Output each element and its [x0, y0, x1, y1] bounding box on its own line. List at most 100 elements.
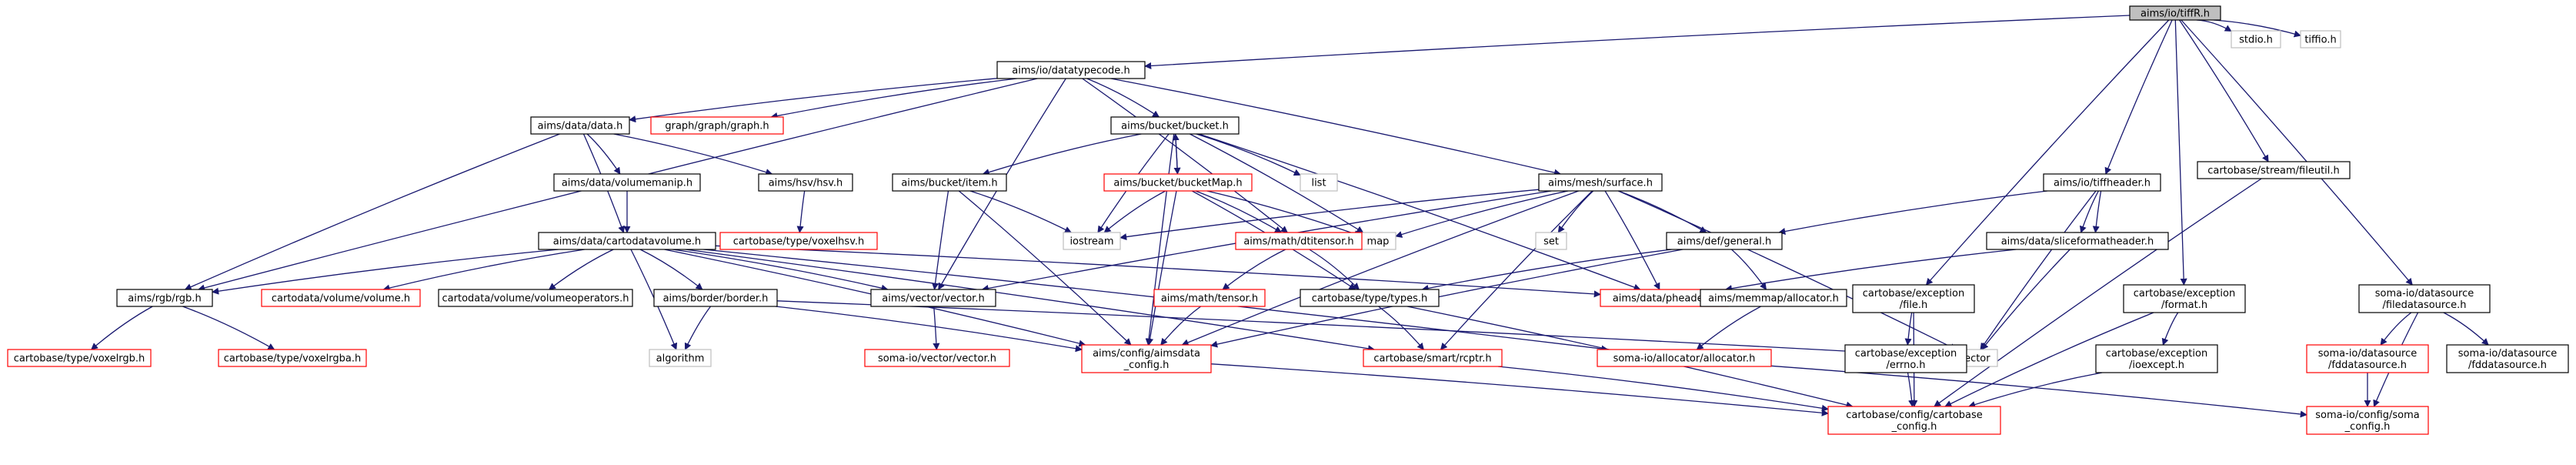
- edge-bucketitem-to-vectorh: [932, 190, 949, 290]
- node-label-aimsdataconfig-0: aims/config/aimsdata: [1093, 348, 1200, 360]
- node-box-tiffheader: [2043, 173, 2161, 192]
- edge-datasourcefile-to-fddatasource: [2380, 312, 2412, 346]
- node-box-dtitensor: [1235, 232, 1363, 250]
- node-box-fddatasource: [2306, 344, 2429, 373]
- edge-surfaceh-to-map: [1395, 190, 1569, 238]
- node-voxelhsv[interactable]: cartobase/type/voxelhsv.h: [719, 232, 878, 250]
- node-typesh[interactable]: cartobase/type/types.h: [1300, 289, 1440, 307]
- node-box-volumeh: [261, 289, 421, 307]
- node-bucketh[interactable]: aims/bucket/bucket.h: [1110, 116, 1240, 135]
- edge-rgbh-to-voxelrgb: [91, 306, 153, 350]
- node-label-bucketh-0: aims/bucket/bucket.h: [1121, 121, 1229, 132]
- node-sliceformat[interactable]: aims/data/sliceformatheader.h: [1986, 232, 2169, 250]
- node-ioexcept[interactable]: cartobase/exception/ioexcept.h: [2095, 344, 2218, 373]
- node-label-volumemanip-0: aims/data/volumemanip.h: [562, 178, 692, 189]
- node-volumeh[interactable]: cartodata/volume/volume.h: [261, 289, 421, 307]
- node-tiffio: tiffio.h: [2300, 30, 2341, 49]
- edge-bucketmap-to-dtitensor: [1195, 190, 1283, 233]
- node-box-fddatasource2: [2446, 344, 2569, 373]
- edge-datatypecode-to-surfaceh: [1110, 78, 1562, 176]
- edge-sliceformat-to-pheader: [1724, 249, 2017, 293]
- node-generalh[interactable]: aims/def/general.h: [1666, 232, 1783, 250]
- node-box-ioexcept: [2095, 344, 2218, 373]
- node-datah[interactable]: aims/data/data.h: [530, 116, 630, 135]
- node-box-errno: [1844, 344, 1967, 373]
- node-label-fddatasource2-0: soma-io/datasource: [2458, 348, 2557, 360]
- node-box-somaallocator: [1597, 349, 1772, 367]
- node-label-exceptformat-0: cartobase/exception: [2134, 288, 2235, 299]
- edge-bucketh-to-map: [1190, 133, 1364, 233]
- node-pheader[interactable]: aims/data/pheader.h: [1600, 289, 1729, 307]
- edge-generalh-to-typesh: [1421, 249, 1672, 292]
- node-exceptformat[interactable]: cartobase/exception/format.h: [2123, 284, 2246, 313]
- node-label-voxelrgba-0: cartobase/type/voxelrgba.h: [224, 353, 361, 365]
- node-cartodatavolume[interactable]: aims/data/cartodatavolume.h: [538, 232, 716, 250]
- node-tensorh[interactable]: aims/math/tensor.h: [1153, 289, 1266, 307]
- node-box-bucketitem: [892, 173, 1007, 192]
- node-dtitensor[interactable]: aims/math/dtitensor.h: [1235, 232, 1363, 250]
- node-voxelrgba[interactable]: cartobase/type/voxelrgba.h: [218, 349, 367, 367]
- node-box-fileutil: [2197, 161, 2351, 179]
- node-box-somaconfig: [2306, 406, 2429, 435]
- node-fileutil[interactable]: cartobase/stream/fileutil.h: [2197, 161, 2351, 179]
- node-somaconfig[interactable]: soma-io/config/soma_config.h: [2306, 406, 2429, 435]
- edge-allocatorh-to-somaallocator: [1696, 306, 1761, 350]
- node-box-volumeops: [438, 289, 633, 307]
- node-label-cartobaseconfig-0: cartobase/config/cartobase: [1846, 410, 1983, 421]
- node-fddatasource[interactable]: soma-io/datasource/fddatasource.h: [2306, 344, 2429, 373]
- node-label-bucketitem-0: aims/bucket/item.h: [901, 178, 997, 189]
- edge-datah-to-rgbh: [184, 133, 560, 290]
- node-voxelrgb[interactable]: cartobase/type/voxelrgb.h: [7, 349, 152, 367]
- node-surfaceh[interactable]: aims/mesh/surface.h: [1538, 173, 1663, 192]
- node-label-rcptr-0: cartobase/smart/rcptr.h: [1373, 353, 1491, 365]
- edge-typesh-to-rcptr: [1378, 306, 1424, 350]
- node-vectorh[interactable]: aims/vector/vector.h: [870, 289, 996, 307]
- node-box-sliceformat: [1986, 232, 2169, 250]
- node-errno[interactable]: cartobase/exception/errno.h: [1844, 344, 1967, 373]
- node-datatypecode[interactable]: aims/io/datatypecode.h: [996, 61, 1146, 79]
- edge-datah-to-hsvh: [613, 133, 773, 176]
- edge-generalh-to-aimsdataconfig: [1210, 249, 1683, 348]
- edge-dtitensor-to-typesh: [1309, 249, 1360, 290]
- node-rgbh[interactable]: aims/rgb/rgb.h: [116, 289, 213, 307]
- node-tiffr[interactable]: aims/io/tiffR.h: [2129, 5, 2221, 21]
- node-bucketitem[interactable]: aims/bucket/item.h: [892, 173, 1007, 192]
- node-set: set: [1535, 232, 1567, 250]
- node-label-tiffr-0: aims/io/tiffR.h: [2141, 8, 2210, 20]
- node-algorithm: algorithm: [649, 349, 712, 367]
- edge-tiffheader-to-sliceformat: [2079, 190, 2099, 233]
- node-box-datatypecode: [996, 61, 1146, 79]
- node-volumemanip[interactable]: aims/data/volumemanip.h: [553, 173, 701, 192]
- node-bucketmap[interactable]: aims/bucket/bucketMap.h: [1103, 173, 1253, 192]
- edge-borderh-to-algorithm: [684, 306, 712, 350]
- node-allocatorh[interactable]: aims/memmap/allocator.h: [1700, 289, 1847, 307]
- edge-hsvh-to-voxelhsv: [796, 190, 806, 233]
- node-label-bucketmap-0: aims/bucket/bucketMap.h: [1113, 178, 1242, 189]
- node-graphh[interactable]: graph/graph/graph.h: [650, 116, 784, 135]
- node-label-volumeops-0: cartodata/volume/volumeoperators.h: [442, 293, 629, 305]
- node-label-tensorh-0: aims/math/tensor.h: [1161, 293, 1258, 305]
- edge-tiffr-to-tiffio: [2213, 19, 2301, 38]
- node-box-voxelrgb: [7, 349, 152, 367]
- node-volumeops[interactable]: cartodata/volume/volumeoperators.h: [438, 289, 633, 307]
- node-exceptfile[interactable]: cartobase/exception/file.h: [1852, 284, 1975, 313]
- node-somaallocator[interactable]: soma-io/allocator/allocator.h: [1597, 349, 1772, 367]
- edge-bucketitem-to-aimsdataconfig: [958, 190, 1132, 346]
- node-box-rcptr: [1363, 349, 1503, 367]
- node-aimsdataconfig[interactable]: aims/config/aimsdata_config.h: [1081, 344, 1212, 373]
- node-label-hsvh-0: aims/hsv/hsv.h: [769, 178, 843, 189]
- node-datasourcefile[interactable]: soma-io/datasource/filedatasource.h: [2358, 284, 2491, 313]
- node-rcptr[interactable]: cartobase/smart/rcptr.h: [1363, 349, 1503, 367]
- node-cartobaseconfig[interactable]: cartobase/config/cartobase_config.h: [1827, 406, 2001, 435]
- node-borderh[interactable]: aims/border/border.h: [653, 289, 778, 307]
- node-fddatasource2[interactable]: soma-io/datasource/fddatasource.h: [2446, 344, 2569, 373]
- node-label-errno-1: /errno.h: [1887, 360, 1926, 371]
- node-box-algorithm: [649, 349, 712, 367]
- edge-tiffheader-to-string: [2092, 190, 2102, 233]
- node-box-allocatorh: [1700, 289, 1847, 307]
- node-label-datasourcefile-0: soma-io/datasource: [2375, 288, 2474, 299]
- node-somavector[interactable]: soma-io/vector/vector.h: [864, 349, 1010, 367]
- node-box-bucketmap: [1103, 173, 1253, 192]
- node-hsvh[interactable]: aims/hsv/hsv.h: [758, 173, 853, 192]
- node-tiffheader[interactable]: aims/io/tiffheader.h: [2043, 173, 2161, 192]
